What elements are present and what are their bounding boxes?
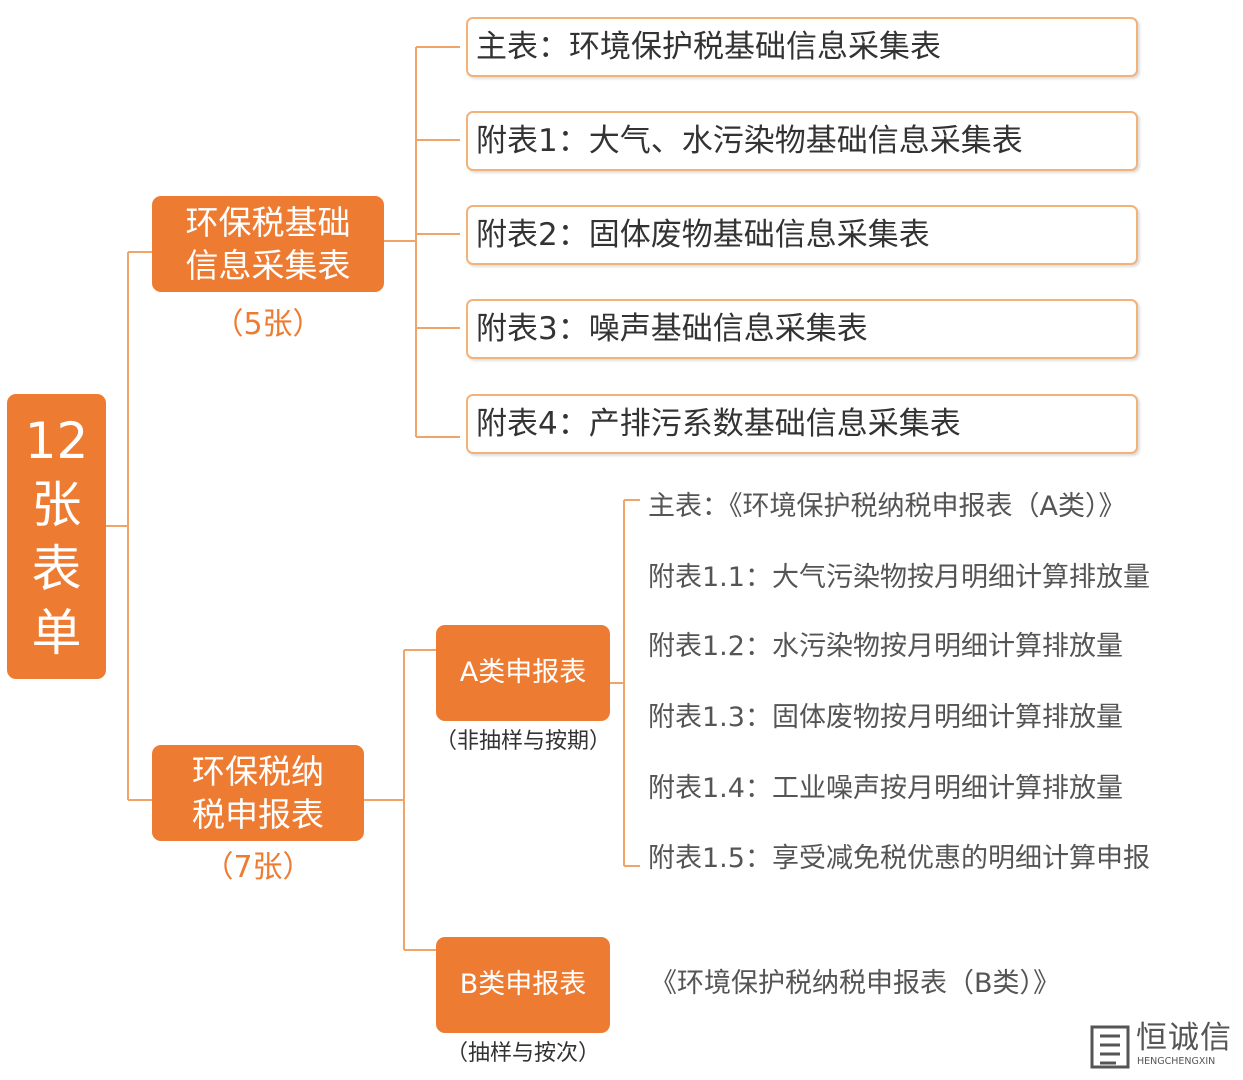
typeB-note: （抽样与按次） [445, 1041, 600, 1066]
typeA-connector [610, 499, 640, 867]
root-node: 12 张 表 单 [7, 394, 106, 679]
group1-item-2: 附表2：固体废物基础信息采集表 [466, 205, 1138, 265]
group2-connector [364, 649, 436, 951]
watermark-name: 恒诚信 [1136, 1020, 1232, 1056]
group2-line-2: 税申报表 [192, 795, 324, 834]
typeB-item: 《环境保护税纳税申报表（B类）》 [650, 968, 1061, 999]
typeB-node: B类申报表 [436, 937, 610, 1033]
typeA-item-4: 附表1.4：工业噪声按月明细计算排放量 [648, 773, 1123, 804]
group1-item-3: 附表3：噪声基础信息采集表 [466, 299, 1138, 359]
group1-branches [416, 139, 460, 329]
watermark-sub: HENGCHENGXIN [1137, 1056, 1216, 1067]
group1-line-1: 环保税基础 [185, 203, 351, 242]
typeA-node: A类申报表 [436, 625, 610, 721]
typeA-item-3: 附表1.3：固体废物按月明细计算排放量 [648, 702, 1123, 733]
typeA-note: （非抽样与按期） [434, 729, 611, 754]
typeA-item-5: 附表1.5：享受减免税优惠的明细计算申报 [648, 843, 1150, 874]
group2-line-1: 环保税纳 [192, 752, 324, 791]
group2-node: 环保税纳 税申报表 [152, 745, 364, 841]
root-char-1: 12 [24, 411, 89, 470]
group1-count: （5张） [213, 307, 323, 342]
group2-count: （7张） [203, 850, 313, 885]
root-connector [106, 251, 152, 801]
group1-node: 环保税基础 信息采集表 [152, 196, 384, 292]
typeA-label: A类申报表 [459, 657, 587, 688]
group1-line-2: 信息采集表 [185, 246, 351, 285]
group1-item-4: 附表4：产排污系数基础信息采集表 [466, 394, 1138, 454]
group1-item-1: 附表1：大气、水污染物基础信息采集表 [466, 111, 1138, 171]
group1-item-main: 主表：环境保护税基础信息采集表 [466, 17, 1138, 77]
typeB-label: B类申报表 [459, 969, 587, 1000]
root-char-2: 张 [31, 475, 82, 534]
typeA-item-2: 附表1.2：水污染物按月明细计算排放量 [648, 631, 1123, 662]
logo-mark-icon [1090, 1025, 1130, 1069]
typeA-item-1: 附表1.1：大气污染物按月明细计算排放量 [648, 562, 1150, 593]
root-char-4: 单 [31, 603, 82, 662]
typeA-item-main: 主表：《环境保护税纳税申报表（A类）》 [648, 491, 1126, 522]
group1-connector [384, 46, 460, 438]
root-char-3: 表 [31, 539, 82, 598]
watermark-logo: 恒诚信 HENGCHENGXIN [1088, 1020, 1240, 1072]
